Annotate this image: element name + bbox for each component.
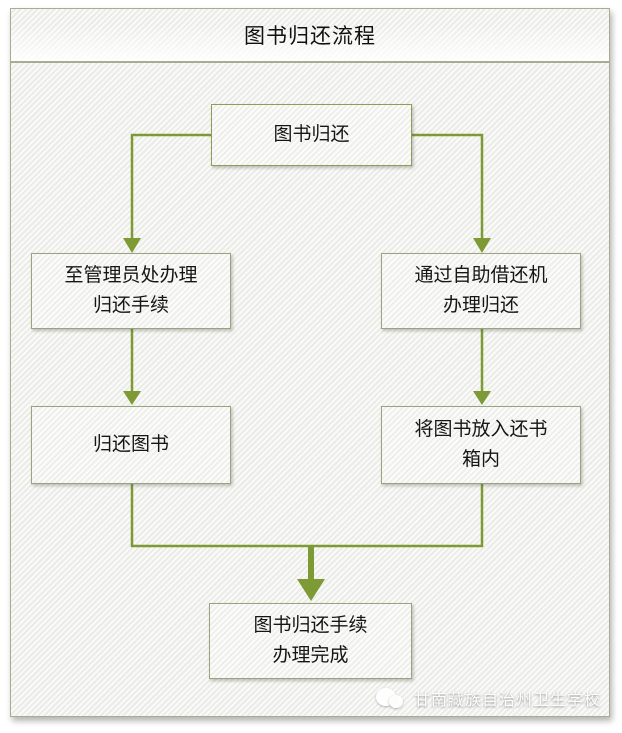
arrowhead-admin-desk	[123, 238, 141, 253]
diagram-title-bar: 图书归还流程	[11, 9, 609, 63]
flow-connectors	[123, 133, 491, 601]
flow-node-start: 图书归还	[211, 104, 412, 166]
diagram-title: 图书归还流程	[244, 25, 376, 48]
flow-node-label: 至管理员处办理	[64, 265, 198, 286]
flow-node-label: 图书归还	[273, 124, 350, 145]
school-logo-icon	[375, 686, 406, 710]
flow-node-label: 归还图书	[92, 434, 169, 455]
watermark-text: 甘南藏族自治州卫生学校	[413, 692, 601, 709]
arrowhead-complete	[297, 579, 325, 601]
flow-node-label: 图书归还手续	[253, 615, 368, 636]
edge-merge-connector	[130, 482, 484, 548]
flow-node-label: 箱内	[461, 449, 500, 470]
flow-node-admin-desk: 至管理员处办理 归还手续	[31, 253, 231, 329]
edge-start-to-self-service	[412, 133, 484, 239]
diagram-frame: 图书归还流程 图书归还 至管理员处办理 归还手续	[10, 8, 610, 717]
flow-node-label: 办理完成	[272, 645, 349, 666]
flow-node-label: 将图书放入还书	[414, 419, 548, 440]
watermark: 甘南藏族自治州卫生学校	[375, 686, 601, 710]
arrowhead-book-drop	[473, 391, 491, 405]
flow-node-label: 通过自助借还机	[414, 265, 548, 286]
arrowhead-self-service	[473, 238, 491, 253]
edge-start-to-admin-desk	[130, 133, 211, 239]
flow-node-self-service: 通过自助借还机 办理归还	[381, 253, 581, 329]
flow-node-label: 办理归还	[442, 295, 519, 316]
flow-node-label: 归还手续	[92, 295, 169, 316]
flow-node-book-drop: 将图书放入还书 箱内	[381, 406, 581, 484]
flow-node-complete: 图书归还手续 办理完成	[209, 603, 412, 679]
flow-node-return-books: 归还图书	[31, 406, 231, 484]
arrowhead-return-books	[123, 391, 141, 405]
